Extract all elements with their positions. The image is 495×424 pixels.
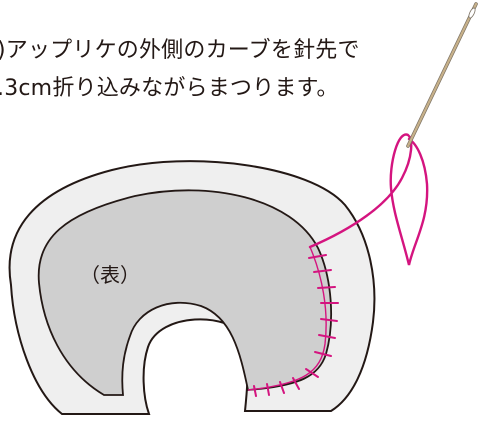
blind-stitches (253, 254, 339, 397)
front-side-label: （表） (80, 263, 140, 287)
thread-line (308, 133, 429, 266)
sewing-needle-icon (406, 2, 478, 148)
applique-piece (37, 189, 333, 396)
stitched-edge (247, 246, 327, 391)
instruction-line-1: )アップリケの外側のカーブを針先で (0, 38, 360, 63)
instruction-line-2: .3cm折り込みながらまつります。 (0, 76, 339, 101)
instruction-text: )アップリケの外側のカーブを針先で .3cm折り込みながらまつります。 (0, 32, 360, 108)
